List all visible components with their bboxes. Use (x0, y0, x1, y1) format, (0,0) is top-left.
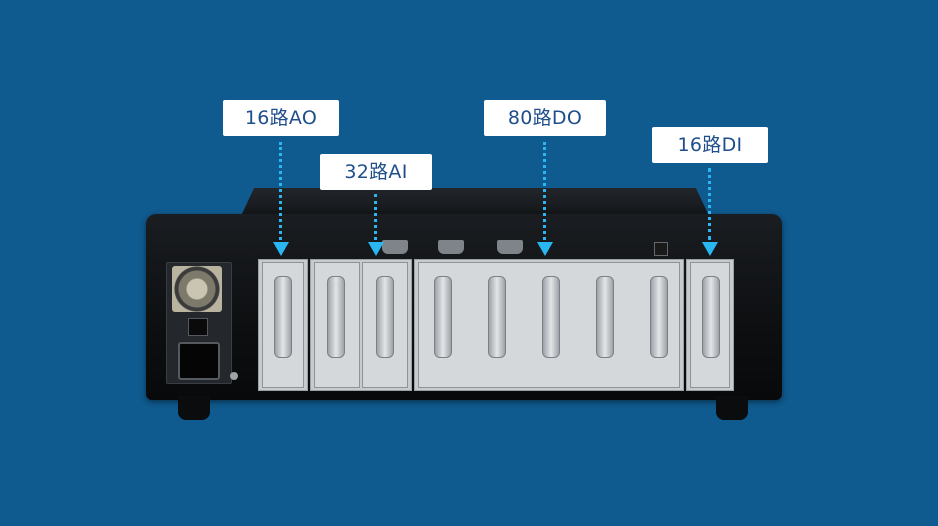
callout-ai: 32路AI (320, 154, 432, 190)
power-inlet (178, 342, 220, 380)
db37-connector (488, 276, 506, 358)
leader-line (279, 142, 282, 240)
db37-connector (327, 276, 345, 358)
chassis-top (240, 188, 710, 218)
power-switch (188, 318, 208, 336)
callout-do: 80路DO (484, 100, 606, 136)
dc-input (654, 242, 668, 256)
arrow-down-icon (273, 242, 289, 256)
db37-connector (542, 276, 560, 358)
db37-connector (702, 276, 720, 358)
leader-line (374, 194, 377, 240)
arrow-down-icon (702, 242, 718, 256)
callout-ao: 16路AO (223, 100, 339, 136)
right-foot (716, 396, 748, 420)
serial-port (382, 240, 408, 254)
leader-line (543, 142, 546, 240)
arrow-down-icon (368, 242, 384, 256)
db37-connector (434, 276, 452, 358)
db37-connector (376, 276, 394, 358)
arrow-down-icon (537, 242, 553, 256)
db37-connector (596, 276, 614, 358)
left-foot (178, 396, 210, 420)
ground-terminal-icon (230, 372, 238, 380)
db37-connector (650, 276, 668, 358)
fan-icon (172, 266, 222, 312)
callout-di: 16路DI (652, 127, 768, 163)
can-port (438, 240, 464, 254)
jtag-port (497, 240, 523, 254)
db37-connector (274, 276, 292, 358)
leader-line (708, 168, 711, 240)
